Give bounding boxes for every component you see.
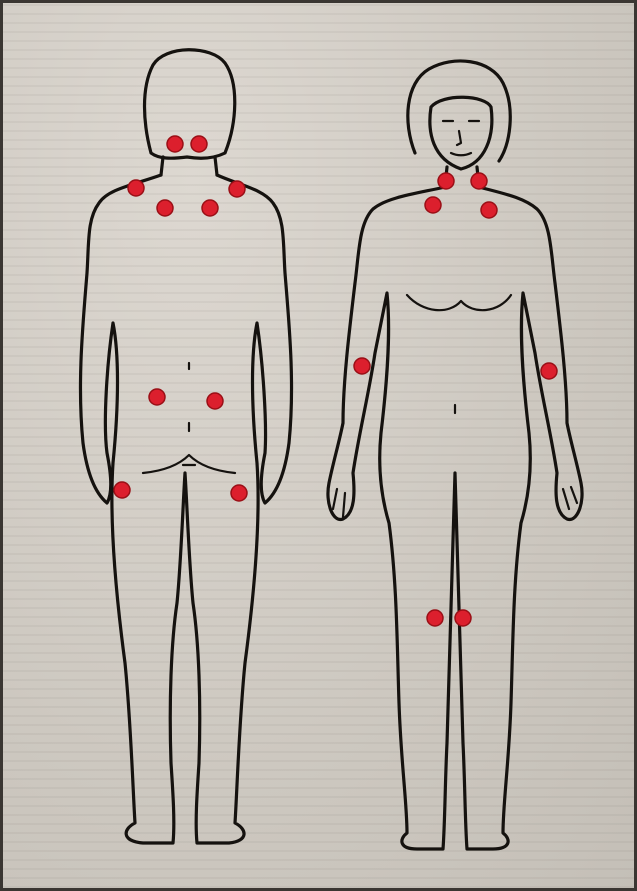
front-tender-point-7 [427, 610, 443, 626]
back-tender-point-3 [128, 180, 144, 196]
back-tender-point-10 [231, 485, 247, 501]
back-tender-point-2 [191, 136, 207, 152]
back-tender-point-1 [167, 136, 183, 152]
body-figures-svg [3, 3, 634, 888]
front-face-features [443, 121, 479, 155]
front-figure [328, 61, 582, 849]
front-tender-point-8 [455, 610, 471, 626]
front-tender-point-3 [425, 197, 441, 213]
back-tender-point-7 [149, 389, 165, 405]
front-tender-point-6 [541, 363, 557, 379]
back-tender-point-5 [157, 200, 173, 216]
front-tender-point-5 [354, 358, 370, 374]
back-head [145, 50, 235, 158]
back-tender-point-9 [114, 482, 130, 498]
back-figure [80, 50, 291, 843]
back-body-outline [80, 175, 291, 843]
front-hair [408, 61, 510, 161]
back-detail-lines [143, 363, 235, 473]
front-chest-lines [407, 295, 511, 310]
front-tender-point-1 [438, 173, 454, 189]
front-face [430, 97, 492, 169]
back-tender-point-4 [229, 181, 245, 197]
front-body-outline [328, 187, 582, 849]
back-tender-point-6 [202, 200, 218, 216]
front-tender-point-4 [481, 202, 497, 218]
front-tender-point-2 [471, 173, 487, 189]
back-tender-point-8 [207, 393, 223, 409]
